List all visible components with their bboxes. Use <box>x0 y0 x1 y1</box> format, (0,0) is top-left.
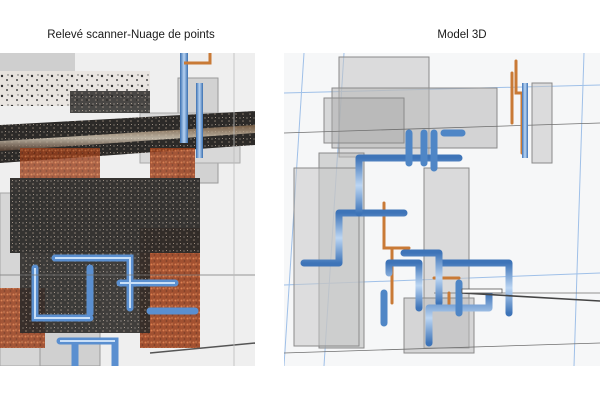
left-panel-title: Relevé scanner-Nuage de points <box>47 29 215 41</box>
right-panel-title: Model 3D <box>437 29 487 41</box>
model-3d-image <box>284 53 600 366</box>
point-cloud-image <box>0 53 255 366</box>
point-cloud-panel <box>0 53 255 366</box>
model-3d-panel <box>284 53 600 366</box>
